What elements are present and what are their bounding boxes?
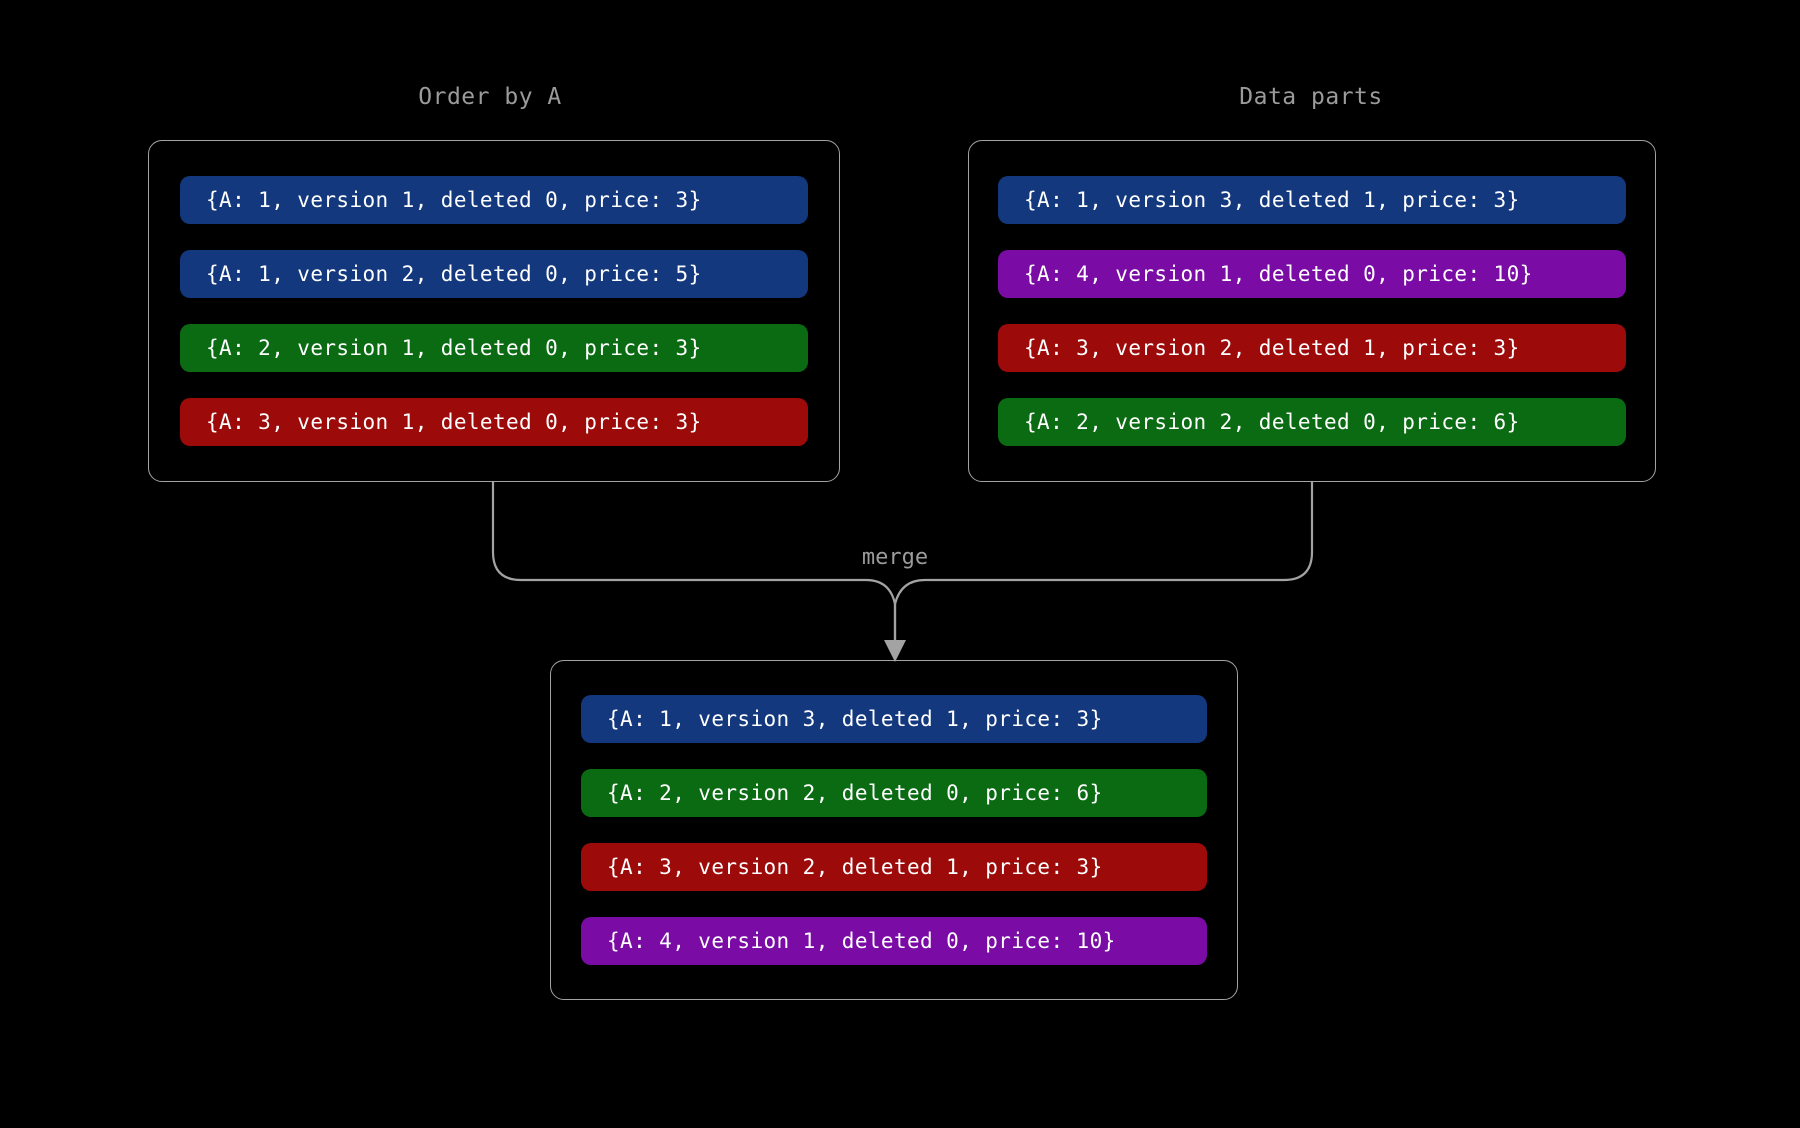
- list-item[interactable]: {A: 1, version 3, deleted 1, price: 3}: [998, 176, 1626, 224]
- row-label: {A: 2, version 2, deleted 0, price: 6}: [1024, 410, 1520, 434]
- panel-order-by: {A: 1, version 1, deleted 0, price: 3} {…: [148, 140, 840, 482]
- row-label: {A: 4, version 1, deleted 0, price: 10}: [1024, 262, 1533, 286]
- panel-data-parts: {A: 1, version 3, deleted 1, price: 3} {…: [968, 140, 1656, 482]
- group-title-order-by: Order by A: [418, 84, 562, 110]
- group-title-data-parts: Data parts: [1239, 84, 1383, 110]
- connector-path-right: [893, 480, 1314, 650]
- row-label: {A: 1, version 2, deleted 0, price: 5}: [206, 262, 702, 286]
- list-item[interactable]: {A: 4, version 1, deleted 0, price: 10}: [998, 250, 1626, 298]
- row-label: {A: 4, version 1, deleted 0, price: 10}: [607, 929, 1116, 953]
- list-item[interactable]: {A: 2, version 1, deleted 0, price: 3}: [180, 324, 808, 372]
- list-item[interactable]: {A: 4, version 1, deleted 0, price: 10}: [581, 917, 1207, 965]
- row-label: {A: 2, version 2, deleted 0, price: 6}: [607, 781, 1103, 805]
- row-label: {A: 1, version 3, deleted 1, price: 3}: [1024, 188, 1520, 212]
- list-item[interactable]: {A: 1, version 2, deleted 0, price: 5}: [180, 250, 808, 298]
- list-item[interactable]: {A: 1, version 1, deleted 0, price: 3}: [180, 176, 808, 224]
- list-item[interactable]: {A: 2, version 2, deleted 0, price: 6}: [998, 398, 1626, 446]
- list-item[interactable]: {A: 3, version 2, deleted 1, price: 3}: [581, 843, 1207, 891]
- panel-data-parts-rows: {A: 1, version 3, deleted 1, price: 3} {…: [969, 141, 1655, 481]
- row-label: {A: 1, version 3, deleted 1, price: 3}: [607, 707, 1103, 731]
- panel-merged-result: {A: 1, version 3, deleted 1, price: 3} {…: [550, 660, 1238, 1000]
- down-arrow-icon: [884, 640, 906, 662]
- row-label: {A: 3, version 1, deleted 0, price: 3}: [206, 410, 702, 434]
- merge-label: merge: [861, 545, 929, 570]
- panel-order-by-rows: {A: 1, version 1, deleted 0, price: 3} {…: [149, 141, 839, 481]
- list-item[interactable]: {A: 3, version 1, deleted 0, price: 3}: [180, 398, 808, 446]
- row-label: {A: 3, version 2, deleted 1, price: 3}: [607, 855, 1103, 879]
- row-label: {A: 3, version 2, deleted 1, price: 3}: [1024, 336, 1520, 360]
- row-label: {A: 1, version 1, deleted 0, price: 3}: [206, 188, 702, 212]
- row-label: {A: 2, version 1, deleted 0, price: 3}: [206, 336, 702, 360]
- list-item[interactable]: {A: 2, version 2, deleted 0, price: 6}: [581, 769, 1207, 817]
- list-item[interactable]: {A: 3, version 2, deleted 1, price: 3}: [998, 324, 1626, 372]
- list-item[interactable]: {A: 1, version 3, deleted 1, price: 3}: [581, 695, 1207, 743]
- connector-path-left: [491, 480, 897, 650]
- panel-merged-rows: {A: 1, version 3, deleted 1, price: 3} {…: [551, 661, 1237, 999]
